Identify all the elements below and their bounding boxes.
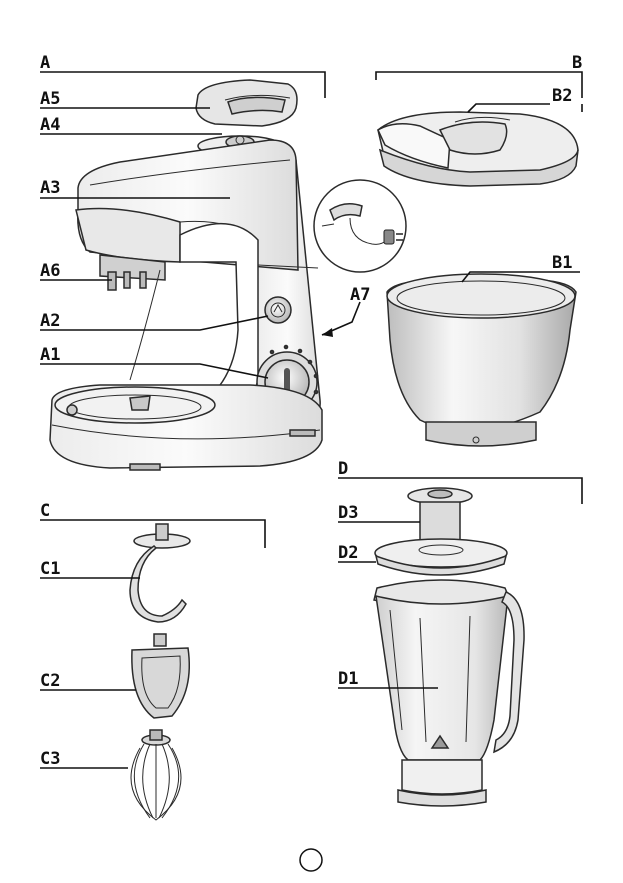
part-a2-button xyxy=(265,297,291,323)
part-d3-measuring-cap xyxy=(408,488,472,547)
part-b2-splash-guard xyxy=(378,112,578,186)
label-d2: D2 xyxy=(338,543,358,563)
label-a: A xyxy=(40,53,50,73)
mixer-base xyxy=(50,385,322,470)
label-d: D xyxy=(338,459,348,479)
label-a5: A5 xyxy=(40,89,60,109)
label-a6: A6 xyxy=(40,261,60,281)
label-a1: A1 xyxy=(40,345,60,365)
label-c: C xyxy=(40,501,50,521)
part-c2-flat-beater xyxy=(132,634,189,718)
label-d3: D3 xyxy=(338,503,358,523)
section-d: D D3 D2 D1 xyxy=(338,459,582,806)
section-c: C C1 C2 xyxy=(40,501,265,820)
section-a: A A5 A4 xyxy=(40,53,406,470)
part-d2-lid xyxy=(375,539,507,575)
page-number-circle-icon xyxy=(300,849,322,871)
label-b: B xyxy=(572,53,582,73)
label-b2: B2 xyxy=(552,86,572,106)
part-a5-lid xyxy=(196,80,297,126)
label-c3: C3 xyxy=(40,749,60,769)
part-a7-cord-storage xyxy=(314,180,406,272)
part-b1-bowl xyxy=(387,274,576,446)
label-a7: A7 xyxy=(350,285,370,305)
label-d1: D1 xyxy=(338,669,358,689)
label-c2: C2 xyxy=(40,671,60,691)
label-a3: A3 xyxy=(40,178,60,198)
label-b1: B1 xyxy=(552,253,572,273)
section-b: B B2 B1 xyxy=(376,53,582,446)
label-a2: A2 xyxy=(40,311,60,331)
part-d1-jar xyxy=(374,580,524,806)
label-c1: C1 xyxy=(40,559,60,579)
part-c3-whisk xyxy=(131,730,181,820)
label-a4: A4 xyxy=(40,115,60,135)
part-c1-dough-hook xyxy=(130,524,190,622)
